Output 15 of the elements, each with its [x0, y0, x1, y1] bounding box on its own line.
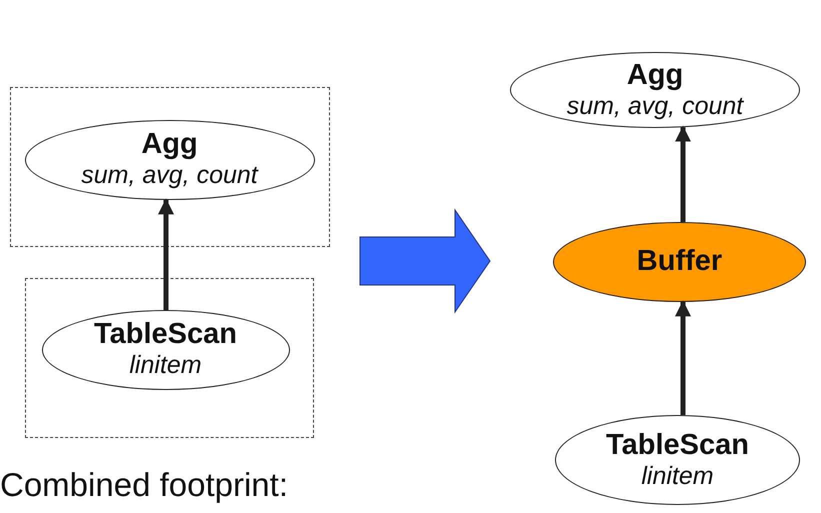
arrow	[158, 198, 174, 310]
operator-name: Agg	[141, 129, 198, 162]
operator-name: TableScan	[94, 319, 237, 352]
operator-detail: sum, avg, count	[566, 92, 744, 120]
operator-name: Buffer	[636, 246, 722, 278]
operator-detail: linitem	[129, 351, 202, 380]
dashed-group-box	[10, 87, 330, 247]
operator-name: Agg	[626, 60, 684, 92]
operator-detail: sum, avg, count	[81, 161, 258, 190]
operator-name: TableScan	[606, 430, 749, 462]
arrow	[675, 126, 691, 222]
operator-detail: linitem	[641, 462, 714, 490]
dashed-group-box	[25, 278, 314, 438]
arrow	[675, 300, 691, 416]
note-text: Combined footprint:	[0, 466, 288, 504]
